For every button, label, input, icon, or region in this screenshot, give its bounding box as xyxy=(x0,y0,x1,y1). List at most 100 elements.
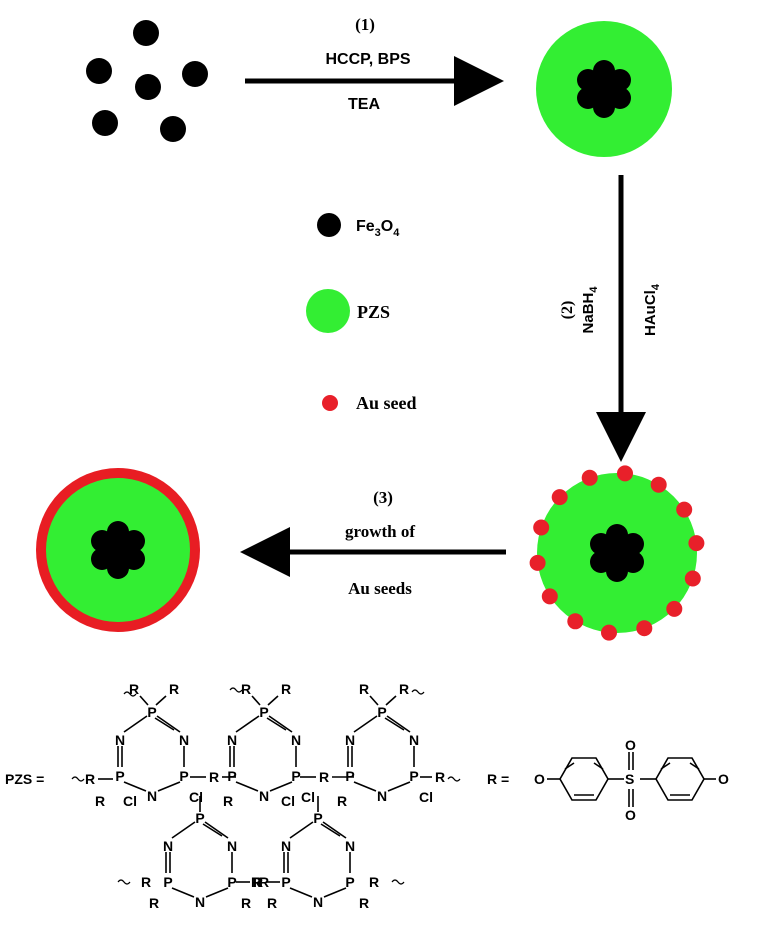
bridging-links xyxy=(71,687,461,885)
polymer-continuation-mark xyxy=(229,687,243,693)
step3-line2: Au seeds xyxy=(348,579,412,598)
phosphorus-atom: P xyxy=(227,768,236,784)
fe3o4-core-cluster xyxy=(91,521,145,579)
au-seed xyxy=(567,613,584,630)
legend-au-seed-label: Au seed xyxy=(356,393,417,413)
nitrogen-atom: N xyxy=(115,732,125,748)
phosphorus-atom: P xyxy=(313,810,322,826)
r-oxygen-top: O xyxy=(625,737,636,753)
step3-line1: growth of xyxy=(345,522,415,541)
r-substituent: R xyxy=(223,793,233,809)
polymer-continuation-mark xyxy=(391,879,405,885)
step2-arrow-group: (2) NaBH4 HAuCl4 xyxy=(559,175,662,462)
phosphorus-atom: P xyxy=(291,768,300,784)
au-seed xyxy=(541,588,558,605)
r-substituent: R xyxy=(267,895,277,911)
legend-pzs-swatch xyxy=(306,289,350,333)
polymer-continuation-mark xyxy=(123,691,137,697)
r-substituent: R xyxy=(399,681,409,697)
r-group-structure: R = O S O O O xyxy=(487,737,729,823)
au-seeds xyxy=(529,465,705,641)
nitrogen-atom: N xyxy=(345,838,355,854)
nitrogen-atom: N xyxy=(291,732,301,748)
au-seed xyxy=(529,554,546,571)
step2-reagent-left: NaBH4 xyxy=(580,286,600,334)
r-substituent: R xyxy=(95,793,105,809)
nitrogen-atom: N xyxy=(409,732,419,748)
r-sulfur: S xyxy=(625,771,634,787)
nitrogen-atom: N xyxy=(313,894,323,910)
legend-pzs-label: PZS xyxy=(357,302,390,322)
r-substituent: R xyxy=(359,895,369,911)
r-substituent: R xyxy=(281,681,291,697)
nitrogen-atom: N xyxy=(259,788,269,804)
step1-reagent-top: HCCP, BPS xyxy=(325,51,410,68)
r-substituent: R xyxy=(149,895,159,911)
au-seed xyxy=(551,489,568,506)
fe3o4-particle xyxy=(92,110,118,136)
phosphorus-atom: P xyxy=(147,704,156,720)
r-substituent: R xyxy=(251,874,261,890)
gold-coated-particle xyxy=(36,468,200,632)
phosphorus-atom: P xyxy=(115,768,124,784)
chlorine-atom: Cl xyxy=(281,793,295,809)
step1-number: (1) xyxy=(355,15,375,34)
fe3o4-pzs-particle xyxy=(536,21,672,157)
step1-reagent-bottom: TEA xyxy=(348,96,380,113)
phosphorus-atom: P xyxy=(377,704,386,720)
r-group-label: R = xyxy=(487,771,509,787)
chlorine-atom: Cl xyxy=(189,789,203,805)
step3-number: (3) xyxy=(373,488,393,507)
fe3o4-particle xyxy=(86,58,112,84)
fe3o4-particle xyxy=(135,74,161,100)
fe3o4-core-cluster xyxy=(577,60,631,118)
phosphorus-atom: P xyxy=(281,874,290,890)
nitrogen-atom: N xyxy=(163,838,173,854)
r-oxygen-left: O xyxy=(534,771,545,787)
r-substituent: R xyxy=(141,874,151,890)
legend-fe3o4-label: Fe3O4 xyxy=(356,218,400,239)
fe3o4-particles xyxy=(86,20,208,142)
phosphorus-atom: P xyxy=(345,768,354,784)
polymer-continuation-mark xyxy=(117,879,131,885)
legend-au-seed-swatch xyxy=(322,395,338,411)
r-substituent: R xyxy=(241,681,251,697)
r-substituent: R xyxy=(259,874,269,890)
r-substituent: R xyxy=(241,895,251,911)
au-seed xyxy=(533,519,550,536)
au-seed xyxy=(650,476,667,493)
seeded-particle xyxy=(529,465,705,641)
phosphorus-atom: P xyxy=(345,874,354,890)
r-bridge: R xyxy=(319,769,329,785)
fe3o4-particle xyxy=(160,116,186,142)
au-seed xyxy=(617,465,633,482)
step1-arrow-group: (1) HCCP, BPS TEA xyxy=(245,15,504,113)
nitrogen-atom: N xyxy=(281,838,291,854)
nitrogen-atom: N xyxy=(227,838,237,854)
r-oxygen-right: O xyxy=(718,771,729,787)
au-seed xyxy=(688,535,705,552)
legend-fe3o4-swatch xyxy=(317,213,341,237)
polymer-continuation-mark xyxy=(71,776,85,782)
phosphazene-ring: P N P N P N xyxy=(281,810,355,910)
fe3o4-particle xyxy=(133,20,159,46)
polymer-continuation-mark xyxy=(447,776,461,782)
nitrogen-atom: N xyxy=(179,732,189,748)
step2-reagent-right: HAuCl4 xyxy=(642,283,662,336)
phosphorus-atom: P xyxy=(179,768,188,784)
chlorine-atom: Cl xyxy=(123,793,137,809)
r-substituent: R xyxy=(359,681,369,697)
r-substituent: R xyxy=(369,874,379,890)
pzs-structure-label: PZS = xyxy=(5,771,44,787)
step3-arrow-group: (3) growth of Au seeds xyxy=(240,488,506,598)
phosphorus-atom: P xyxy=(195,810,204,826)
r-group-bonds xyxy=(547,752,716,807)
phosphorus-atom: P xyxy=(259,704,268,720)
polymer-continuation-mark xyxy=(411,689,425,695)
phosphorus-atom: P xyxy=(227,874,236,890)
